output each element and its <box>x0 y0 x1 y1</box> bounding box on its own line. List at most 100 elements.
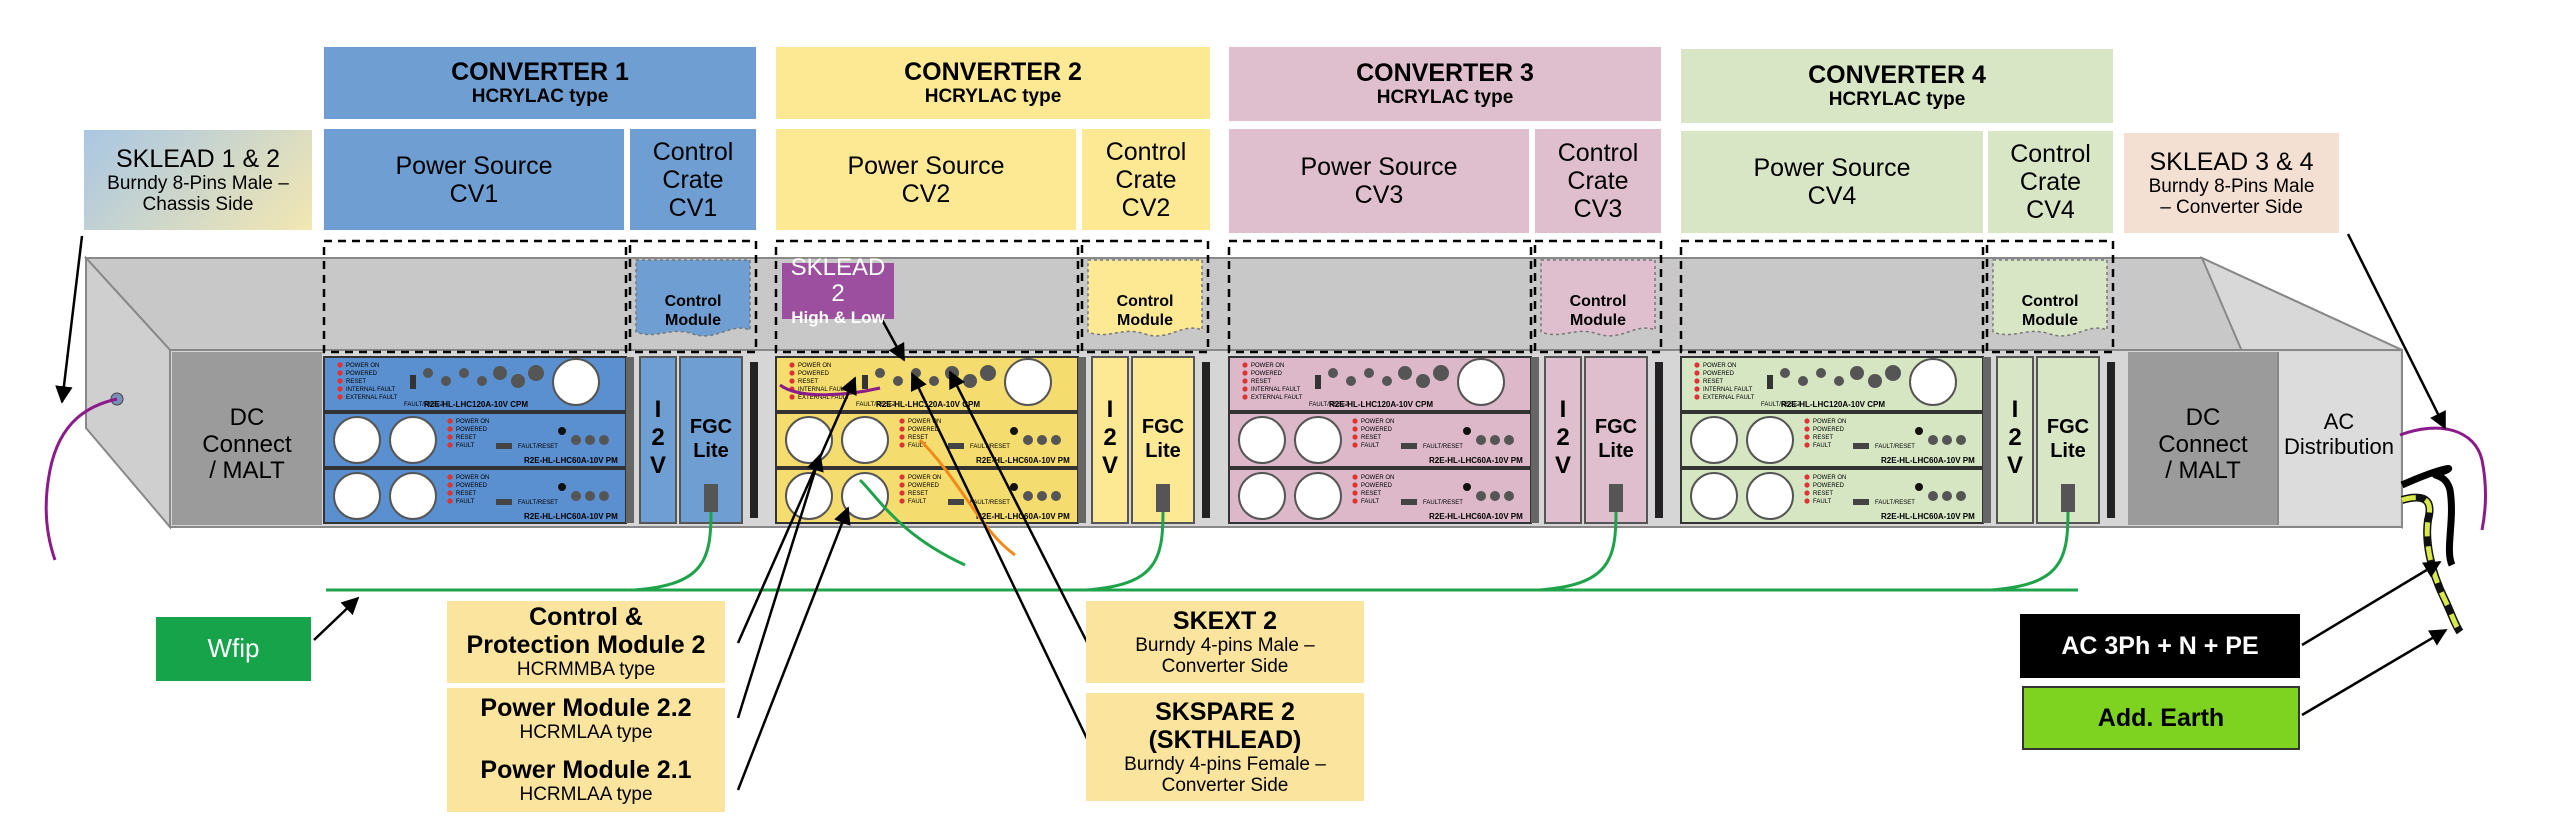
status-led <box>899 490 905 496</box>
control-crate-cv3: Control Crate CV3 <box>1535 129 1661 233</box>
power-source-cv2: Power Source CV2 <box>776 129 1076 230</box>
i2v-label: I <box>655 396 662 423</box>
status-label: FAULT <box>1813 443 1832 449</box>
status-label: RESET <box>798 379 818 385</box>
status-led <box>1242 394 1248 400</box>
converter-title: CONVERTER 4 <box>1808 61 1986 90</box>
pm21-arrow <box>736 506 851 791</box>
status-led <box>1804 474 1810 480</box>
ac-distribution-panel <box>2278 352 2400 525</box>
i2v-label: V <box>1555 452 1571 479</box>
cpm-label: R2E-HL-LHC120A-10V CPM <box>1781 400 1885 409</box>
pm-knob <box>1915 427 1923 435</box>
status-label: INTERNAL FAULT <box>346 387 396 393</box>
cpm-switch <box>1767 375 1773 389</box>
control-crate-cv4: Control Crate CV4 <box>1988 131 2113 233</box>
status-label: POWERED <box>1361 427 1393 433</box>
i2v-label: V <box>1102 452 1118 479</box>
fault-reset-label: FAULT/RESET <box>1423 500 1463 506</box>
status-led <box>1804 498 1810 504</box>
fault-reset-label: FAULT/RESET <box>1309 402 1349 408</box>
status-label: RESET <box>346 379 366 385</box>
pm-label: R2E-HL-LHC60A-10V PM <box>524 512 618 521</box>
pm-knob <box>1928 435 1938 445</box>
pm-knob <box>558 427 566 435</box>
status-label: RESET <box>1251 379 1271 385</box>
status-led <box>789 378 795 384</box>
status-label: INTERNAL FAULT <box>798 387 848 393</box>
pm-knob <box>571 435 581 445</box>
left-purple-cable <box>44 397 118 561</box>
pm-fan <box>1746 416 1794 464</box>
status-label: POWER ON <box>908 475 941 481</box>
cpm-knob <box>893 376 903 386</box>
status-label: RESET <box>1361 435 1381 441</box>
pm-fan <box>785 416 833 464</box>
callout-control-protection-module: Control & Protection Module 2 HCRMMBA ty… <box>447 601 725 683</box>
cpm-switch <box>1315 375 1321 389</box>
pm-label: R2E-HL-LHC60A-10V PM <box>1881 512 1975 521</box>
pm-knob <box>1956 435 1966 445</box>
status-led <box>899 426 905 432</box>
power-source-outline <box>322 239 628 354</box>
pm-knob <box>1010 427 1018 435</box>
status-led <box>1352 426 1358 432</box>
pm-connector <box>1401 443 1417 449</box>
callout-power-module-2-2: Power Module 2.2 HCRMLAA type <box>447 688 725 750</box>
status-led <box>1694 386 1700 392</box>
status-label: POWERED <box>1813 483 1845 489</box>
status-led <box>899 434 905 440</box>
cpm-label: R2E-HL-LHC120A-10V CPM <box>424 400 528 409</box>
pm-label: R2E-HL-LHC60A-10V PM <box>1881 456 1975 465</box>
pm-knob <box>585 435 595 445</box>
converter-type: HCRYLAC type <box>924 86 1062 108</box>
pm-knob <box>1051 491 1061 501</box>
fgc-label: Lite <box>1598 440 1634 462</box>
status-label: POWERED <box>908 483 940 489</box>
pm-fan <box>1746 472 1794 520</box>
status-led <box>789 362 795 368</box>
arrows <box>55 233 2448 791</box>
converter-type: HCRYLAC type <box>1376 87 1514 109</box>
status-led <box>789 370 795 376</box>
unit-divider <box>1531 357 1539 523</box>
ac-power-arrow <box>2301 560 2442 647</box>
fgc-label: FGC <box>690 416 732 438</box>
control-crate-outline <box>1533 239 1663 354</box>
status-label: FAULT <box>1813 499 1832 505</box>
cpm-knob <box>423 368 433 378</box>
cpm-knob <box>1850 366 1864 380</box>
cpm-knob <box>980 365 996 381</box>
status-led <box>1352 418 1358 424</box>
cpm-knob <box>875 368 885 378</box>
fgc-connector <box>1156 484 1170 512</box>
status-led <box>1694 394 1700 400</box>
crate-handle <box>1202 362 1210 518</box>
pm-knob <box>1023 435 1033 445</box>
power-source-cv3: Power Source CV3 <box>1229 129 1529 233</box>
status-led <box>899 482 905 488</box>
control-module-label: Control <box>2022 293 2079 310</box>
cpm-knob <box>1834 376 1844 386</box>
pm-knob <box>1504 435 1514 445</box>
control-crate-cv2: Control Crate CV2 <box>1082 129 1210 230</box>
status-led <box>1804 418 1810 424</box>
sklead-1-2-label: SKLEAD 1 & 2 Burndy 8-Pins Male – Chassi… <box>84 130 312 230</box>
status-led <box>899 474 905 480</box>
status-led <box>337 378 343 384</box>
sklead2-badge: SKLEAD 2 High & Low <box>782 254 894 327</box>
add-earth-label: Add. Earth <box>2022 686 2300 750</box>
dc-connect-left-label: DC Connect / MALT <box>202 403 292 485</box>
skspare-arrow <box>910 372 1092 746</box>
pm-knob <box>1463 483 1471 491</box>
status-label: FAULT <box>456 499 475 505</box>
status-label: POWER ON <box>798 363 831 369</box>
orange-cable <box>918 438 1016 557</box>
dc-connect-left <box>172 352 322 525</box>
pm-connector <box>948 499 964 505</box>
fgc-label: Lite <box>2050 440 2086 462</box>
pm-knob <box>1504 491 1514 501</box>
status-label: POWER ON <box>456 419 489 425</box>
